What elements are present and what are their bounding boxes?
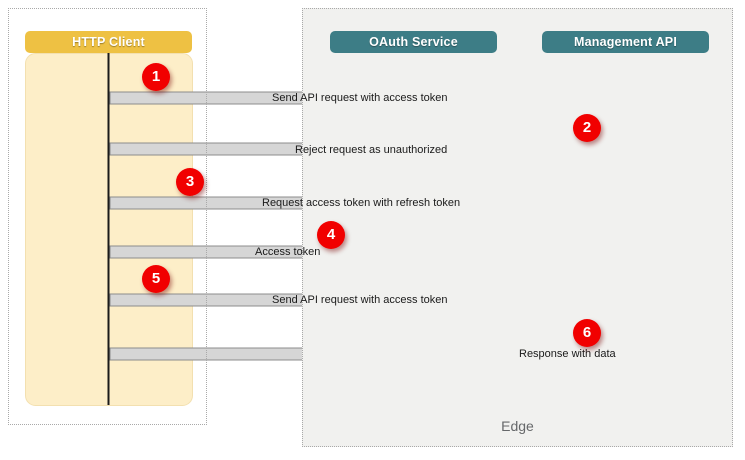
step-badge-4[interactable]: 4: [317, 221, 345, 249]
message-label-2: Reject request as unauthorized: [295, 144, 448, 156]
message-label-5: Send API request with access token: [272, 294, 448, 306]
message-label-6: Response with data: [519, 348, 616, 360]
group-label-edge-group: Edge: [501, 418, 534, 434]
step-badge-6[interactable]: 6: [573, 319, 601, 347]
message-label-3: Request access token with refresh token: [262, 197, 461, 209]
step-badge-3[interactable]: 3: [176, 168, 204, 196]
step-badge-2[interactable]: 2: [573, 114, 601, 142]
lifeline-header-oauth-service[interactable]: OAuth Service: [330, 31, 497, 53]
message-label-1: Send API request with access token: [272, 92, 448, 104]
group-client-group: [8, 8, 207, 425]
group-edge-group: [302, 8, 733, 447]
message-label-4: Access token: [255, 246, 321, 258]
step-badge-5[interactable]: 5: [142, 265, 170, 293]
lifeline-header-management-api[interactable]: Management API: [542, 31, 709, 53]
lifeline-header-http-client[interactable]: HTTP Client: [25, 31, 192, 53]
step-badge-1[interactable]: 1: [142, 63, 170, 91]
